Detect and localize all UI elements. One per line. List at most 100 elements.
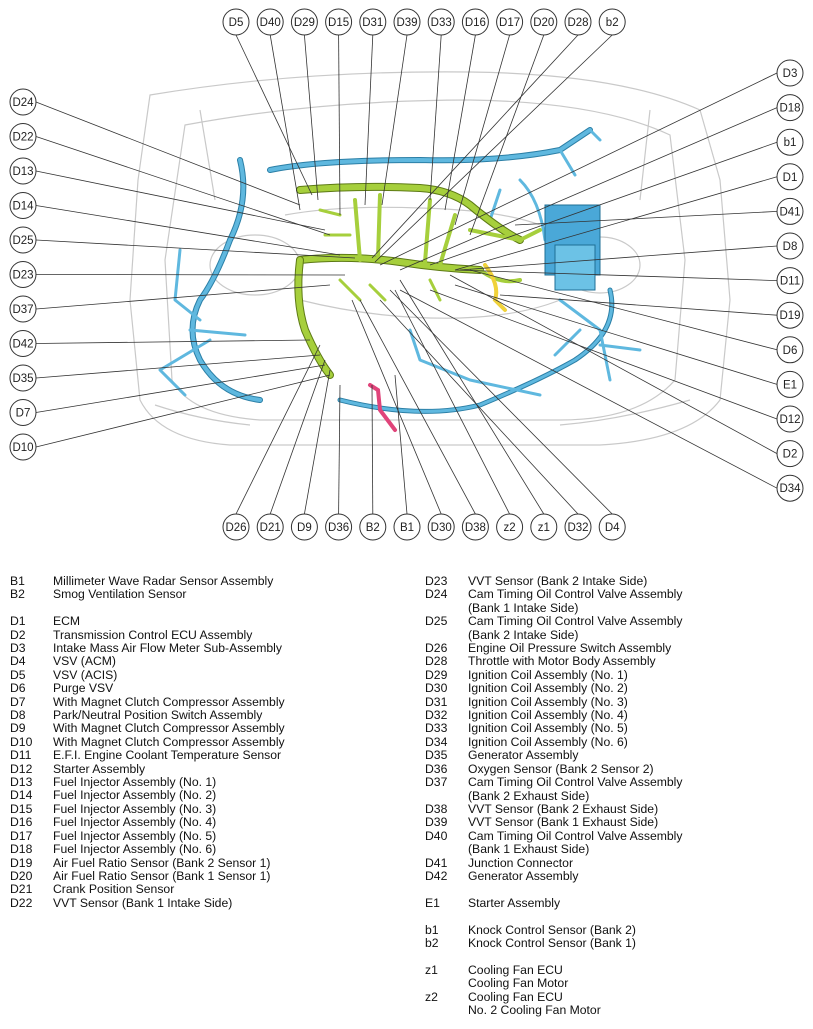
callout-label: D10 [12,442,33,454]
leader-line [449,274,778,454]
leader-line [454,269,778,281]
callout-d37: D37 [9,295,37,323]
callout-circle [9,192,37,219]
callout-circle [776,267,804,295]
callout-d32: D32 [564,513,592,541]
callout-label: D25 [12,235,33,247]
callout-label: D22 [12,132,33,144]
callout-circle [496,513,524,541]
legend-description: ECM [53,614,81,629]
legend-description: Fuel Injector Assembly (No. 6) [53,842,217,857]
legend-description: Junction Connector [468,855,574,870]
leader-line [35,374,331,448]
callout-b2: B2 [359,513,387,541]
callout-circle [776,163,804,191]
callout-d14: D14 [9,192,37,219]
legend-description: Ignition Coil Assembly (No. 5) [468,721,628,736]
callout-d22: D22 [9,123,37,150]
legend-code: D12 [10,761,33,776]
leader-line [469,34,545,236]
legend-description: Knock Control Sensor (Bank 2) [468,922,636,937]
callout-circle [776,474,804,502]
legend-code: D8 [10,708,26,723]
legend-code: D7 [10,694,26,709]
legend-code [425,843,468,856]
callout-d11: D11 [776,267,804,295]
leader-line [381,34,408,206]
callout-d33: D33 [427,8,455,36]
legend-code: D37 [425,775,448,790]
legend-description: Purge VSV [53,681,114,696]
legend-description: Smog Ventilation Sensor [53,587,187,602]
leader-line [379,299,579,515]
legend-description: Cooling Fan ECU [468,962,563,977]
legend-spacer [425,910,682,923]
legend-code: D30 [425,681,448,696]
callout-z1: z1 [530,513,558,541]
callout-circle [598,513,626,541]
leader-line [394,289,510,515]
legend-code: D39 [425,815,448,830]
callout-label: D26 [225,522,246,534]
callout-d3: D3 [776,59,804,87]
callout-d41: D41 [776,197,804,225]
callout-label: D20 [533,17,554,29]
callout-circle [776,59,804,87]
legend-code: D25 [425,614,448,629]
legend-code [425,602,468,615]
legend-code: D32 [425,708,448,723]
callout-circle [598,8,626,36]
callout-z2: z2 [496,513,524,541]
legend-code: D34 [425,734,448,749]
callout-circle [9,226,37,254]
legend-description: Cam Timing Oil Control Valve Assembly [468,587,683,602]
callout-d16: D16 [461,8,489,36]
leader-line [499,294,778,316]
legend-item: D25 Cam Timing Oil Control Valve Assembly [425,614,683,629]
legend-code: D2 [10,627,26,642]
callout-d29: D29 [290,8,318,36]
leader-line [399,279,545,515]
callout-label: D13 [12,166,33,178]
callout-d6: D6 [776,336,804,364]
engine-harness [294,182,542,379]
legend-code [425,790,468,803]
callout-circle [530,8,558,36]
callout-label: D39 [396,17,417,29]
callout-circle [256,513,284,541]
legend-description: Generator Assembly [468,868,579,883]
legend-code: D17 [10,828,33,843]
callout-label: D1 [783,172,798,184]
legend-description: (Bank 1 Intake Side) [468,600,579,615]
callout-circle [9,123,37,150]
legend-description: Crank Position Sensor [53,882,175,897]
callout-label: D6 [783,345,798,357]
leader-line [429,34,442,201]
callout-d20: D20 [530,8,558,36]
callout-d13: D13 [9,157,37,185]
callout-label: b2 [606,17,619,29]
callout-label: D11 [780,276,800,288]
callout-circle [427,513,455,541]
legend-code: D40 [425,828,448,843]
callout-circle [776,336,804,364]
legend-description: Cam Timing Oil Control Valve Assembly [468,614,683,629]
legend-item: D12 Starter Assembly [10,761,285,776]
callout-circle [776,405,804,433]
callout-label: D41 [779,206,800,218]
legend-description: Starter Assembly [53,761,146,776]
callout-label: B1 [400,522,414,534]
callout-label: D32 [567,522,588,534]
legend-code: D9 [10,721,26,736]
callout-circle [256,8,284,36]
